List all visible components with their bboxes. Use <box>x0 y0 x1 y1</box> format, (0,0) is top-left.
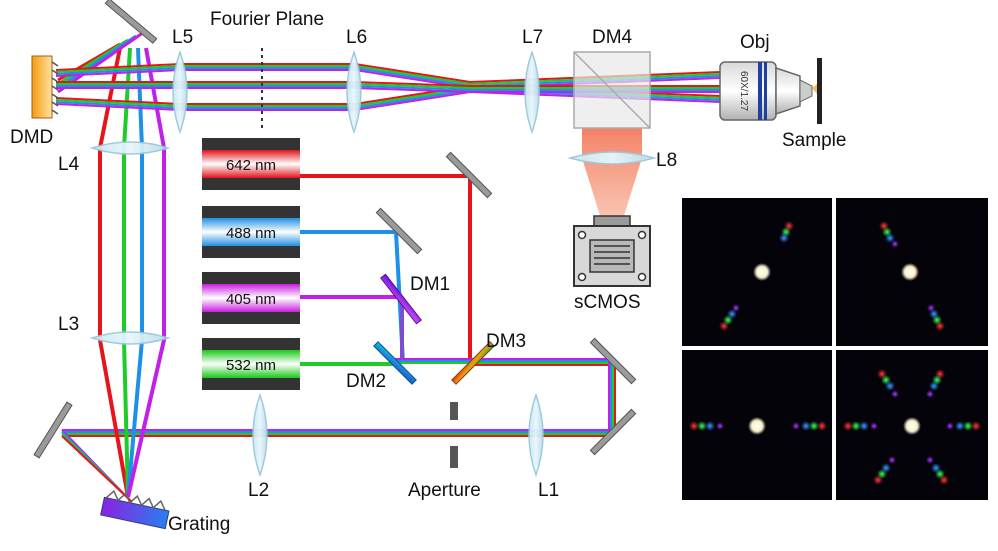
lens-l3 <box>89 331 171 345</box>
objective-spec: 60X/1.27 <box>738 71 749 111</box>
beam-642 <box>300 174 472 362</box>
lens-l4 <box>89 141 171 155</box>
dmd <box>31 55 59 119</box>
laser-405-label: 405 nm <box>226 291 276 308</box>
label-fourier-plane: Fourier Plane <box>210 9 324 30</box>
mirror-mid <box>375 207 423 255</box>
label-grating: Grating <box>168 514 230 535</box>
diffracted-beams <box>98 47 166 498</box>
label-aperture: Aperture <box>408 480 481 501</box>
beam-paths <box>55 30 721 503</box>
lens-l5 <box>172 49 188 135</box>
mirror-bottom-left <box>33 401 73 459</box>
label-sample: Sample <box>782 130 846 151</box>
laser-642: 642 nm <box>202 138 300 190</box>
grating <box>100 489 170 530</box>
label-dm4: DM4 <box>592 27 633 48</box>
label-l4: L4 <box>58 154 80 175</box>
emission-beam <box>582 128 642 222</box>
mirror-right-top <box>589 337 637 385</box>
lens-l8 <box>567 151 657 165</box>
laser-488: 488 nm <box>202 206 300 258</box>
lens-l1 <box>528 392 544 478</box>
sample <box>817 58 822 124</box>
label-l2: L2 <box>248 480 269 501</box>
dm4-cube <box>573 51 651 129</box>
combined-beam-upper <box>395 358 616 432</box>
laser-642-label: 642 nm <box>226 157 276 174</box>
label-l5: L5 <box>172 27 193 48</box>
combined-beam-lower <box>61 429 612 503</box>
lens-l6 <box>346 49 362 135</box>
label-l3: L3 <box>58 314 79 335</box>
lenses <box>89 49 657 478</box>
label-l7: L7 <box>522 27 543 48</box>
label-dm3: DM3 <box>486 331 526 352</box>
label-l6: L6 <box>346 27 367 48</box>
laser-532-label: 532 nm <box>226 357 276 374</box>
mirrors <box>33 0 637 459</box>
component-labels: Fourier Plane DMD L5 L6 L7 DM4 Obj Sampl… <box>10 9 846 535</box>
objective: 60X/1.27 <box>719 61 813 121</box>
laser-405: 405 nm <box>202 272 300 324</box>
mirror-top-left <box>104 0 158 44</box>
mirror-right-bottom <box>589 408 637 456</box>
laser-488-label: 488 nm <box>226 225 276 242</box>
label-l1: L1 <box>538 480 559 501</box>
label-scmos: sCMOS <box>574 292 641 313</box>
label-dm2: DM2 <box>346 371 386 392</box>
label-l8: L8 <box>656 150 677 171</box>
lens-l7 <box>524 49 540 135</box>
mirror-upper-mid <box>445 151 493 199</box>
dm3 <box>451 341 495 385</box>
scmos-camera <box>573 215 651 287</box>
illumination-pattern-panels <box>682 198 988 500</box>
laser-532: 532 nm <box>202 338 300 390</box>
dm2 <box>373 341 417 385</box>
label-dm1: DM1 <box>410 274 450 295</box>
label-obj: Obj <box>740 32 770 53</box>
label-dmd: DMD <box>10 127 53 148</box>
dm1 <box>380 273 422 325</box>
lens-l2 <box>252 392 268 478</box>
